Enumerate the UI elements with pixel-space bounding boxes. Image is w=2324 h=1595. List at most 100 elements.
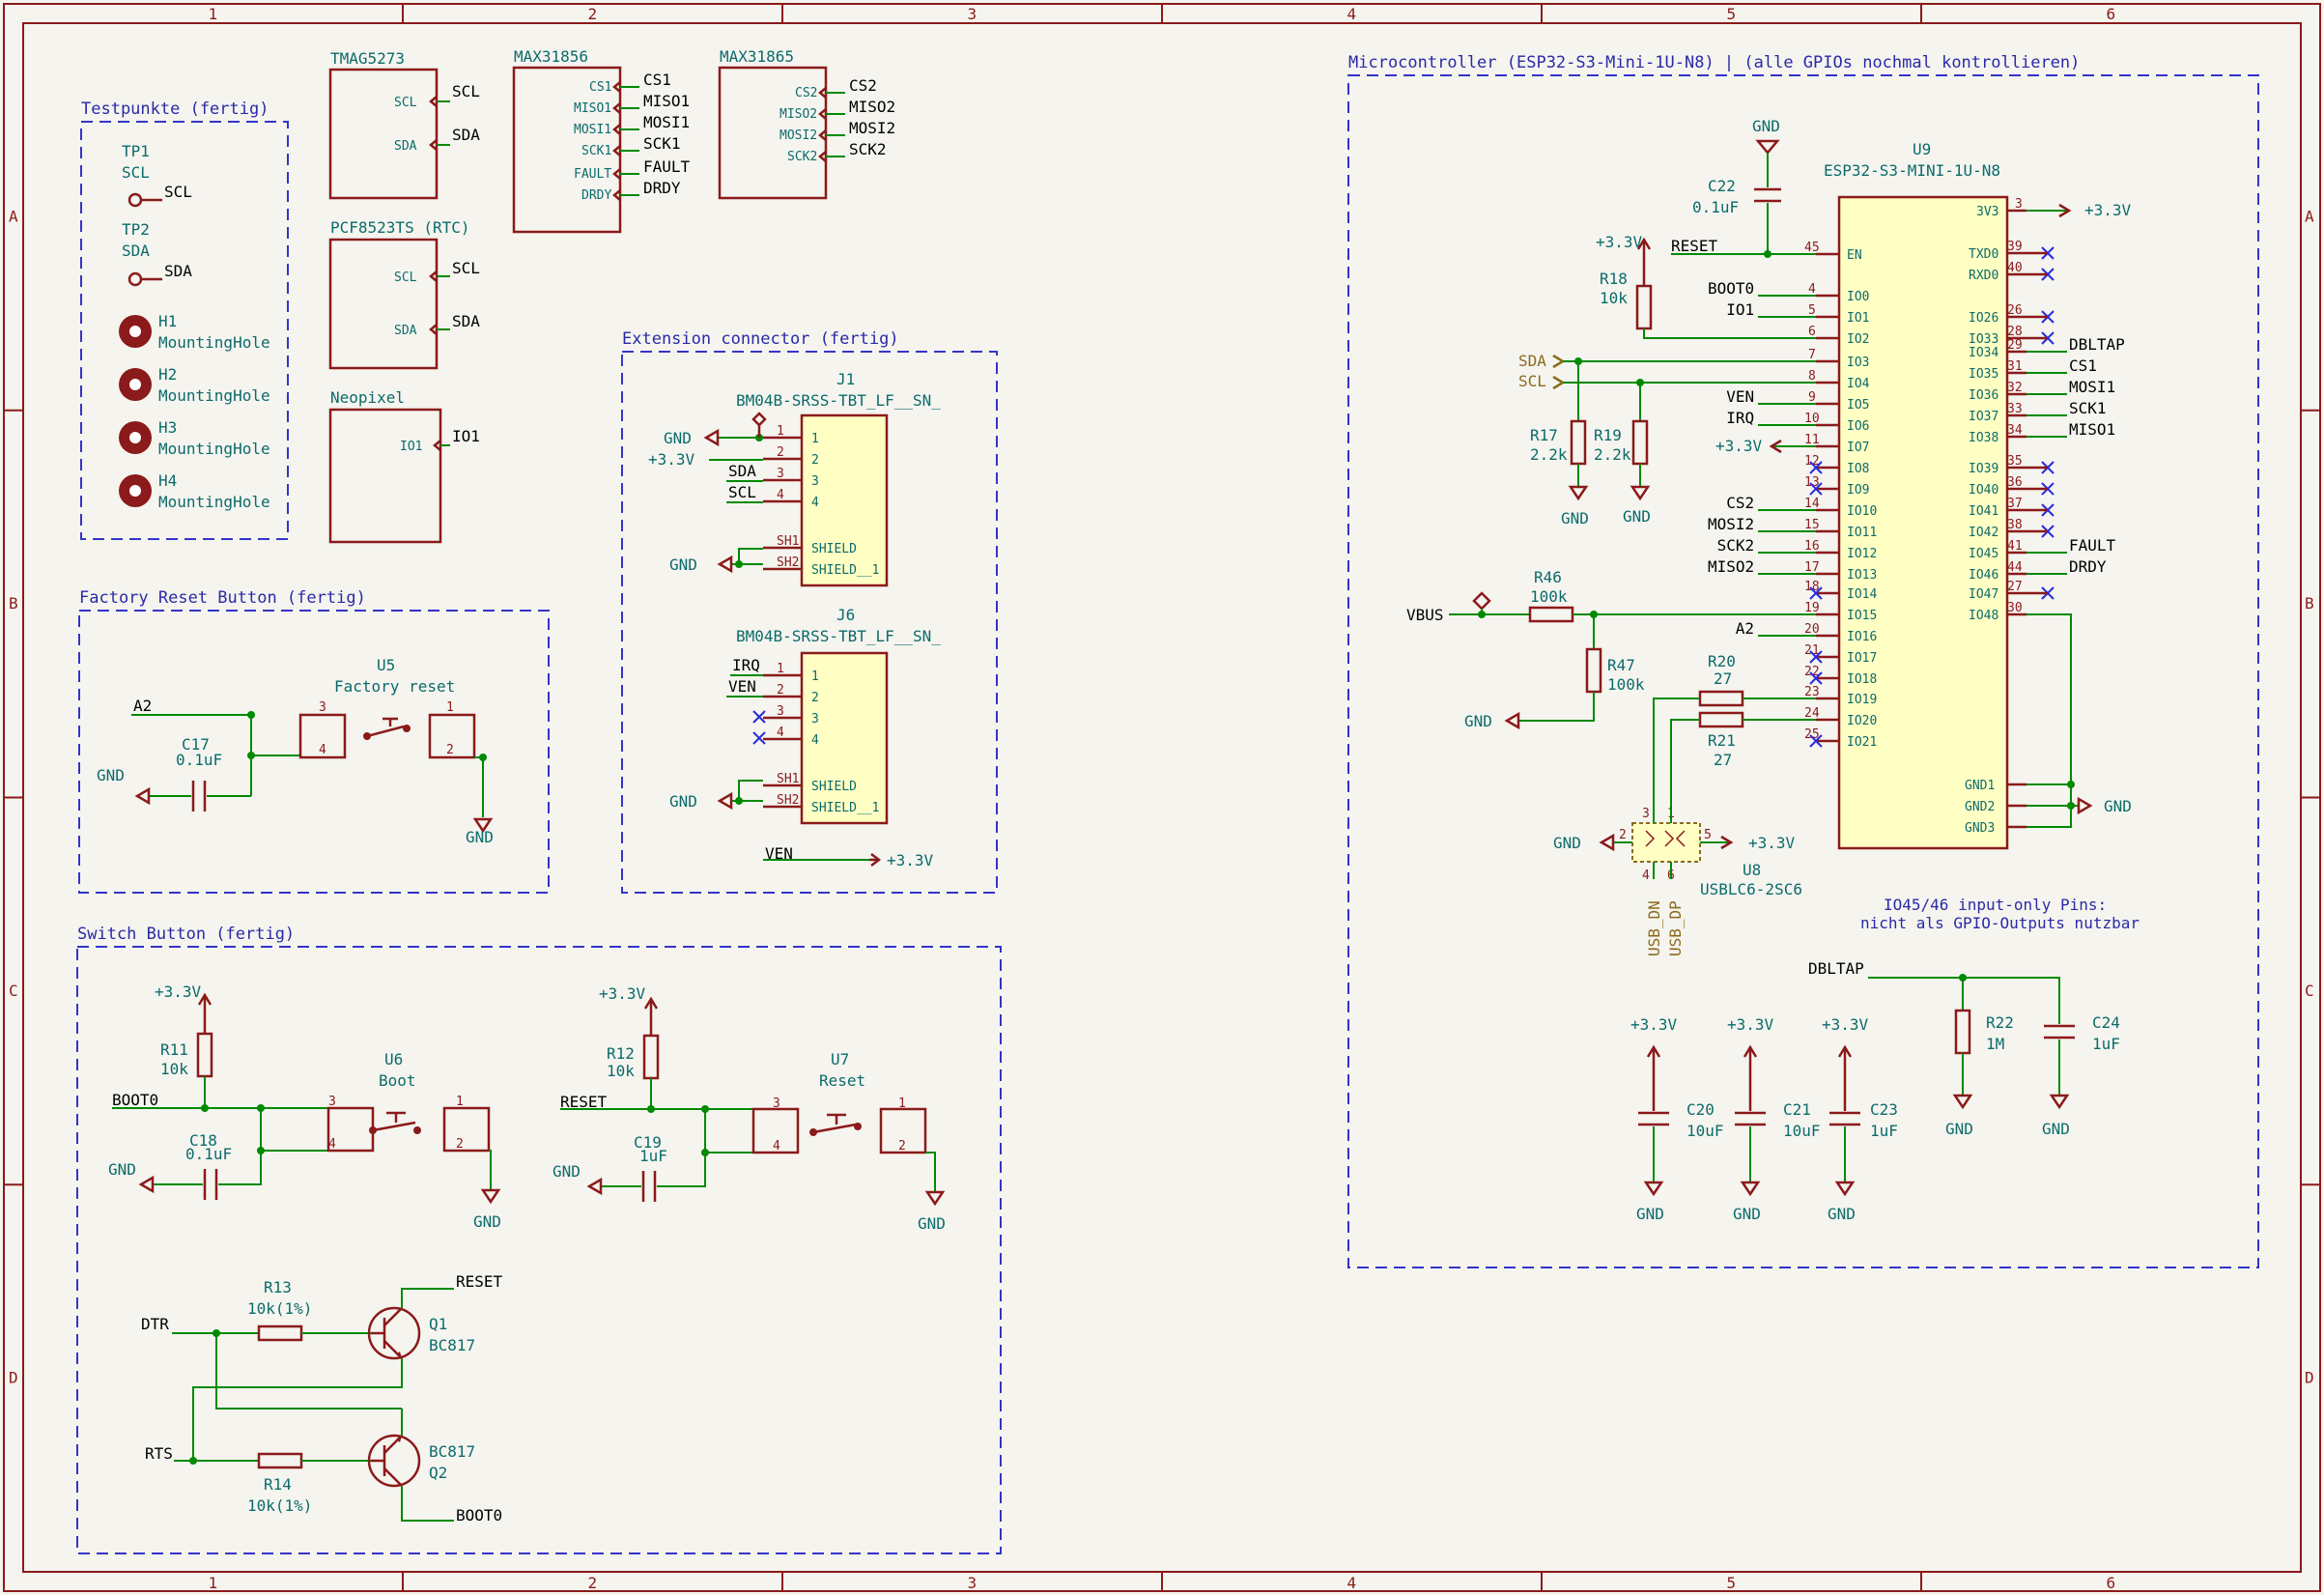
r19-resistor[interactable]: [1631, 419, 1649, 466]
max1-pin: MOSI1: [574, 123, 611, 137]
r11-ref: R11: [160, 1040, 188, 1059]
u9-pin-name: IO1: [1847, 311, 1869, 326]
u5-pin1: 1: [446, 700, 454, 715]
q2-transistor[interactable]: [367, 1434, 421, 1488]
u5-pin3: 3: [319, 700, 326, 715]
u5-switch[interactable]: [298, 713, 476, 759]
u9-esp32[interactable]: [1837, 195, 2009, 850]
tp2-symbol[interactable]: [128, 271, 143, 287]
pcf-pin-scl: SCL: [394, 271, 417, 285]
r22-resistor[interactable]: [1954, 1009, 1971, 1055]
r12-value: 10k: [607, 1062, 635, 1080]
j6-pin-name: SHIELD__1: [811, 801, 879, 815]
u9-pin-num: 8: [1808, 369, 1816, 384]
u6-switch[interactable]: 34 12: [326, 1095, 491, 1153]
u9-pin-name: IO14: [1847, 587, 1877, 602]
svg-text:2: 2: [898, 1139, 906, 1154]
r20-value: 27: [1714, 669, 1732, 688]
u9-pin-name: IO10: [1847, 504, 1877, 519]
j1-pin-num: 4: [777, 488, 784, 502]
ven-power: +3.3V: [887, 851, 934, 869]
frame-col-top: 6: [2107, 5, 2116, 23]
r47-ref: R47: [1607, 656, 1635, 674]
u9-pin-name: IO11: [1847, 526, 1877, 540]
c24-value: 1uF: [2092, 1035, 2120, 1053]
reset-gnd-right: GND: [918, 1214, 946, 1233]
svg-text:2: 2: [456, 1137, 464, 1152]
u9-pin-num: 38: [2007, 518, 2023, 532]
u9-pin-num: 34: [2007, 423, 2023, 438]
mounting-hole-h1[interactable]: H1 MountingHole: [119, 312, 270, 352]
neopixel-title: Neopixel: [330, 388, 405, 407]
pcf-net-scl: SCL: [452, 259, 480, 277]
j1-net-gnd2: GND: [669, 555, 697, 574]
j1-pin-num: 2: [777, 445, 784, 460]
sheet-neopixel[interactable]: Neopixel IO1 IO1: [328, 388, 480, 544]
u9-pin-num: 24: [1804, 706, 1820, 721]
c20-cap[interactable]: +3.3V GND C20 10uF: [1630, 1015, 1724, 1223]
frame-row-left: C: [9, 982, 18, 1000]
sheet-tmag5273[interactable]: TMAG5273 SCL SDA SCL SDA: [328, 49, 480, 200]
j1-pin-num: SH1: [777, 534, 799, 549]
r18-resistor[interactable]: [1635, 284, 1653, 330]
u7-switch[interactable]: 34 12: [751, 1097, 927, 1154]
u8-esd[interactable]: [1631, 822, 1701, 863]
r20-resistor[interactable]: [1698, 690, 1744, 707]
u9-pin-name: IO37: [1969, 410, 1998, 424]
q1-transistor[interactable]: [367, 1306, 421, 1360]
u9-pin-name: IO12: [1847, 547, 1877, 561]
frame-col-bottom: 1: [209, 1574, 218, 1592]
frame-col-bottom: 4: [1347, 1574, 1357, 1592]
mounting-hole-h2[interactable]: H2 MountingHole: [119, 365, 270, 405]
svg-text:2: 2: [1619, 828, 1627, 842]
max2-title: MAX31865: [720, 47, 794, 66]
r22-ref: R22: [1986, 1013, 2014, 1032]
u9-value: ESP32-S3-MINI-1U-N8: [1824, 161, 2000, 180]
j1-pin-num: 1: [777, 424, 784, 439]
u9-right-net: DRDY: [2069, 557, 2107, 576]
c17-ref: C17: [182, 735, 210, 754]
u9-pin-name: IO21: [1847, 735, 1877, 750]
pcf-net-sda: SDA: [452, 312, 480, 330]
j1-value: BM04B-SRSS-TBT_LF__SN_: [736, 391, 941, 410]
mounting-hole-h3[interactable]: H3 MountingHole: [119, 418, 270, 458]
tp1-symbol[interactable]: [128, 192, 143, 208]
u9-pin-num: 21: [1804, 643, 1820, 658]
usb-dp-label: USB_DP: [1666, 900, 1685, 956]
reset-gnd-left: GND: [553, 1162, 581, 1181]
r19-gnd: GND: [1623, 507, 1651, 526]
u9-pin-name: IO2: [1847, 332, 1869, 347]
rts-net: RTS: [145, 1444, 173, 1463]
mounting-hole-h4[interactable]: H4 MountingHole: [119, 471, 270, 511]
r21-resistor[interactable]: [1698, 711, 1744, 728]
u9-gnd-pin-name: GND1: [1965, 779, 1995, 793]
r12-resistor[interactable]: [642, 1034, 660, 1080]
extension-title: Extension connector (fertig): [622, 329, 899, 349]
neopixel-net-io1: IO1: [452, 427, 480, 445]
r46-resistor[interactable]: [1528, 606, 1574, 623]
pcf-pin-sda: SDA: [394, 324, 417, 338]
c20-value: 10uF: [1686, 1122, 1724, 1140]
u9-pin-name: IO41: [1969, 504, 1998, 519]
c20-gnd: GND: [1636, 1205, 1664, 1223]
r11-resistor[interactable]: [196, 1032, 213, 1078]
c23-cap[interactable]: +3.3V GND C23 1uF: [1822, 1015, 1898, 1223]
factory-reset-group: Factory Reset Button (fertig) U5 Factory…: [78, 588, 550, 894]
r17-gnd: GND: [1561, 509, 1589, 527]
r17-value: 2.2k: [1530, 445, 1568, 464]
r14-resistor[interactable]: [257, 1452, 303, 1469]
sheet-pcf8523[interactable]: PCF8523TS (RTC) SCL SDA SCL SDA: [328, 218, 480, 370]
j6-connector[interactable]: [800, 651, 889, 825]
r17-ref: R17: [1530, 426, 1558, 444]
r47-resistor[interactable]: [1585, 647, 1602, 694]
frame-col-top: 2: [588, 5, 598, 23]
neopixel-pin-io1: IO1: [400, 440, 422, 454]
r17-resistor[interactable]: [1570, 419, 1587, 466]
u9-left-net: VEN: [1726, 387, 1754, 406]
r13-resistor[interactable]: [257, 1324, 303, 1342]
c21-cap[interactable]: +3.3V GND C21 10uF: [1727, 1015, 1821, 1223]
u9-pin-name: IO19: [1847, 693, 1877, 707]
